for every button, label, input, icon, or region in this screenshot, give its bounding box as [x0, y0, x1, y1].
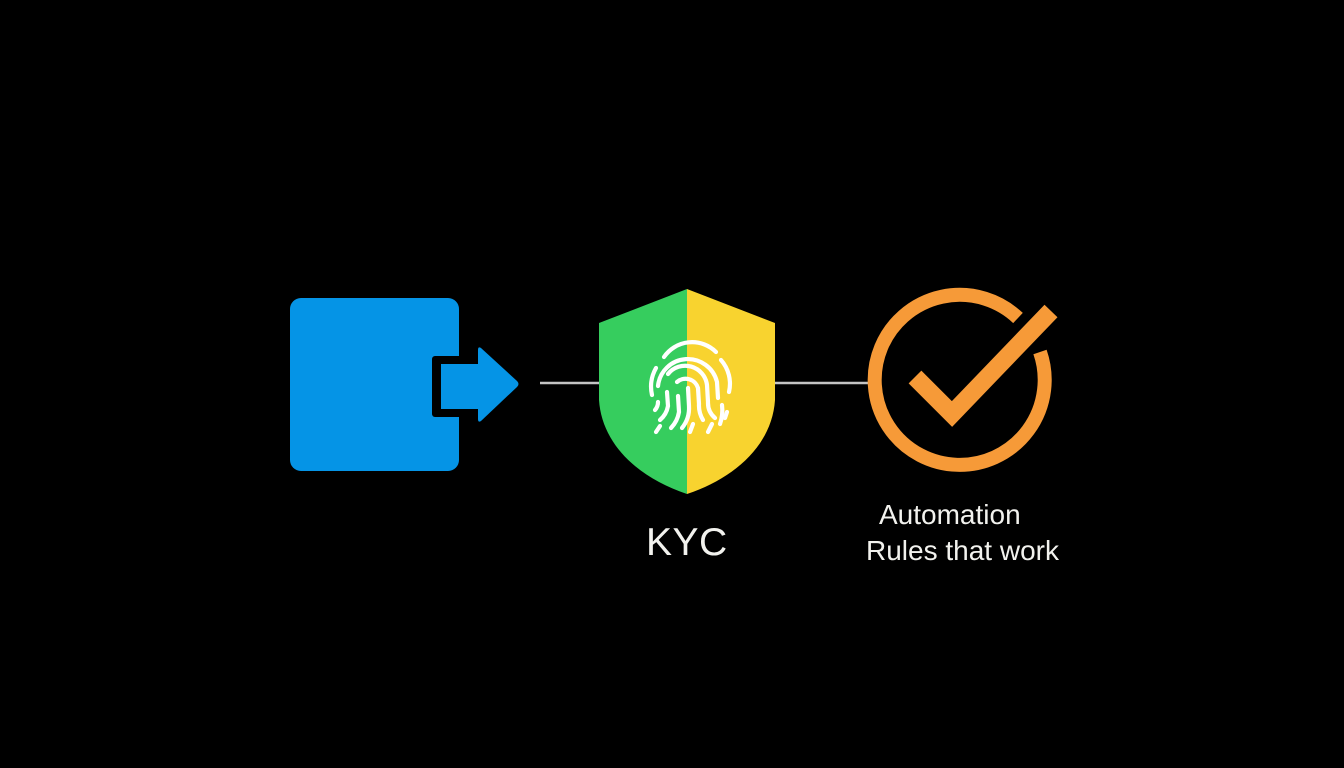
fingerprint-shield-icon — [599, 289, 775, 494]
exit-arrow-icon — [290, 298, 519, 471]
rules-label: Rules that work — [866, 535, 1059, 566]
fingerprint-icon — [648, 340, 733, 435]
check-circle-icon — [867, 287, 1058, 472]
automation-label: Automation — [879, 499, 1021, 530]
kyc-label: KYC — [646, 521, 728, 564]
